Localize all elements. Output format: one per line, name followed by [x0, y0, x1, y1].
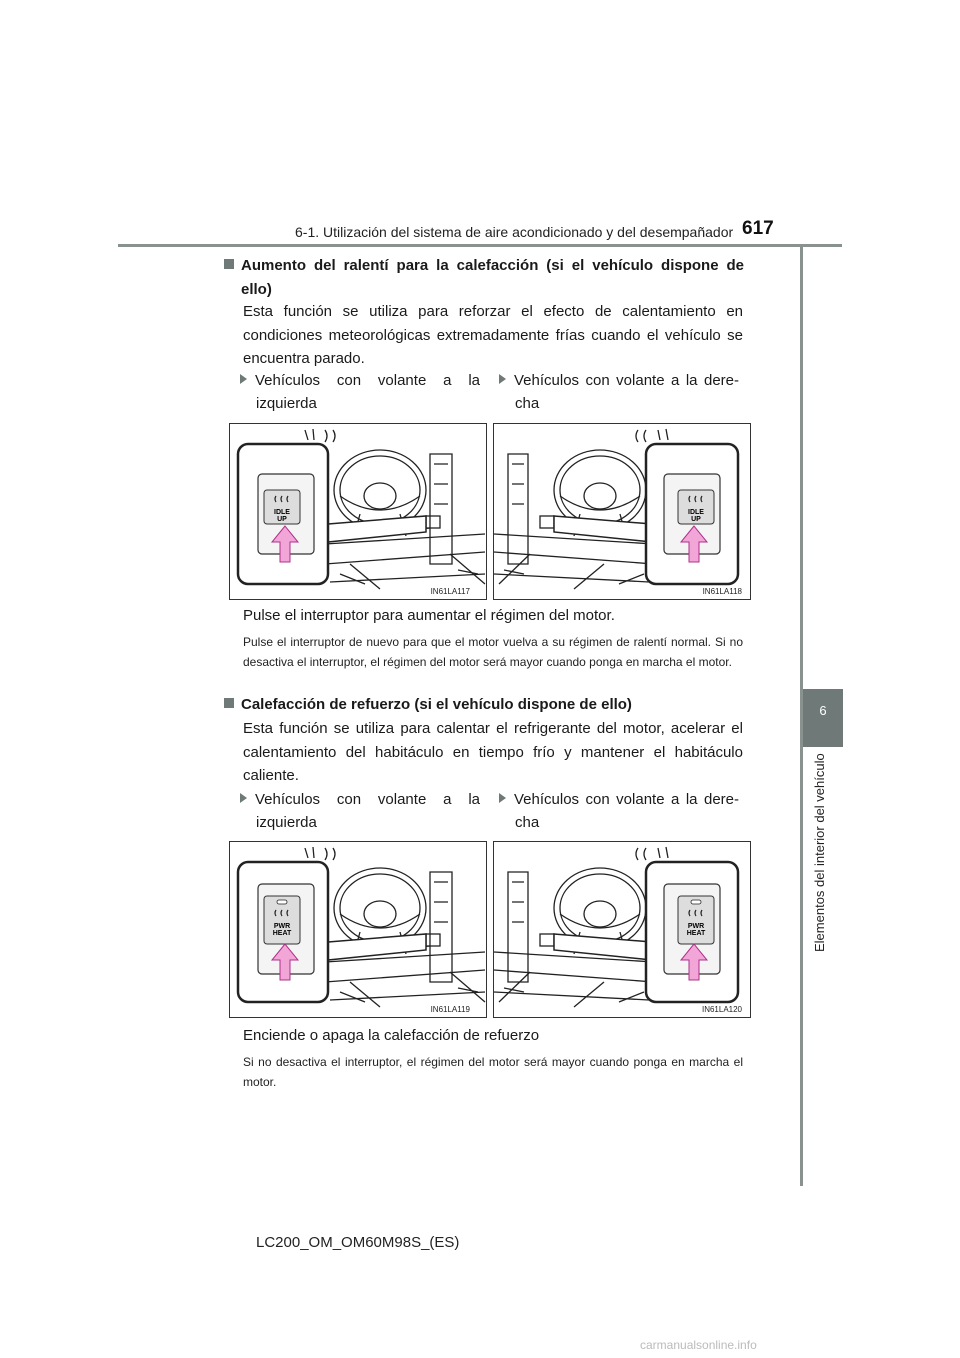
figure-right-hand-drive: IDLE UP IN61LA118 — [493, 423, 751, 600]
variant-label-left: Vehículos con volante a la izquierda — [240, 788, 480, 834]
heater-icon — [688, 495, 703, 503]
figure-right-hand-drive: PWR HEAT IN61LA120 — [493, 841, 751, 1018]
figure-code: IN61LA117 — [430, 587, 470, 596]
section-heading: Calefacción de refuerzo (si el vehículo … — [224, 693, 744, 717]
section-paragraph: Esta función se utiliza para calentar el… — [243, 720, 743, 784]
indicator-light-icon — [690, 899, 702, 905]
figure-code: IN61LA119 — [430, 1005, 470, 1014]
arrow-icon — [270, 525, 300, 563]
switch-label: UP — [277, 516, 287, 523]
figure-code: IN61LA120 — [701, 1005, 742, 1014]
header-rule — [118, 244, 842, 247]
triangle-bullet-icon — [240, 374, 247, 384]
variant-label-left: Vehículos con volante a la izquierda — [240, 369, 480, 415]
figure-caption: Enciende o apaga la calefacción de refue… — [243, 1027, 540, 1044]
triangle-bullet-icon — [499, 793, 506, 803]
side-rule — [800, 246, 803, 1186]
figure-left-hand-drive: PWR HEAT IN61LA119 — [229, 841, 487, 1018]
chapter-tab: 6 — [803, 689, 843, 747]
switch-label: PWR — [274, 923, 290, 930]
triangle-bullet-icon — [240, 793, 247, 803]
section-note: Pulse el interruptor de nuevo para que e… — [243, 635, 743, 669]
page-number: 617 — [742, 218, 774, 239]
switch-label: IDLE — [688, 509, 704, 516]
document-code: LC200_OM_OM60M98S_(ES) — [256, 1234, 460, 1251]
section-note: Si no desactiva el interruptor, el régim… — [243, 1055, 743, 1089]
figure-left-hand-drive: IDLE UP IN61LA117 — [229, 423, 487, 600]
switch-label: IDLE — [274, 509, 290, 516]
arrow-icon — [679, 943, 709, 981]
chapter-title: Elementos del interior del vehículo — [812, 753, 827, 952]
arrow-icon — [270, 943, 300, 981]
watermark: carmanualsonline.info — [640, 1338, 757, 1352]
variant-label-right: Vehículos con volante a la dere- cha — [499, 369, 739, 415]
section-heading: Aumento del ralentí para la calefacción … — [224, 254, 744, 302]
switch-label: UP — [691, 516, 701, 523]
switch-label: HEAT — [687, 930, 706, 937]
figure-caption: Pulse el interruptor para aumentar el ré… — [243, 607, 615, 624]
square-bullet-icon — [224, 259, 234, 269]
running-header: 6-1. Utilización del sistema de aire aco… — [295, 224, 734, 240]
section-paragraph: Esta función se utiliza para reforzar el… — [243, 303, 743, 367]
square-bullet-icon — [224, 698, 234, 708]
indicator-light-icon — [276, 899, 288, 905]
triangle-bullet-icon — [499, 374, 506, 384]
switch-label: HEAT — [273, 930, 292, 937]
heater-icon — [274, 495, 289, 503]
heater-icon — [688, 909, 703, 917]
switch-label: PWR — [688, 923, 704, 930]
heater-icon — [274, 909, 289, 917]
arrow-icon — [679, 525, 709, 563]
variant-label-right: Vehículos con volante a la dere- cha — [499, 788, 739, 834]
figure-code: IN61LA118 — [702, 587, 742, 596]
